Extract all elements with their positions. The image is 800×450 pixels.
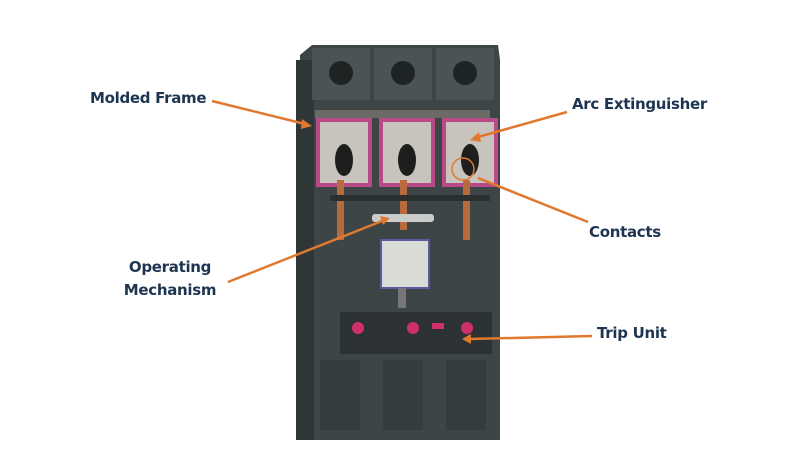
arrow-trip-unit (469, 334, 593, 341)
label-arc-extinguisher: Arc Extinguisher (572, 95, 707, 113)
arrow-operating-mechanism (227, 219, 383, 284)
label-molded-frame: Molded Frame (90, 89, 207, 107)
contacts-highlight-circle (451, 157, 475, 181)
label-contacts: Contacts (589, 223, 661, 241)
arrow-molded-frame (211, 99, 306, 126)
arrow-arc-extinguisher (477, 110, 568, 139)
arrow-contacts (477, 176, 589, 224)
label-operating-mechanism-line1: Operating (128, 258, 212, 276)
label-operating-mechanism-line2: Mechanism (123, 281, 217, 299)
bottom-terminals (320, 360, 486, 430)
trip-unit-panel (340, 312, 492, 354)
callout-arrows (211, 99, 593, 344)
arc-chutes (316, 118, 498, 187)
contact-arms (330, 180, 490, 240)
label-trip-unit: Trip Unit (597, 324, 667, 342)
